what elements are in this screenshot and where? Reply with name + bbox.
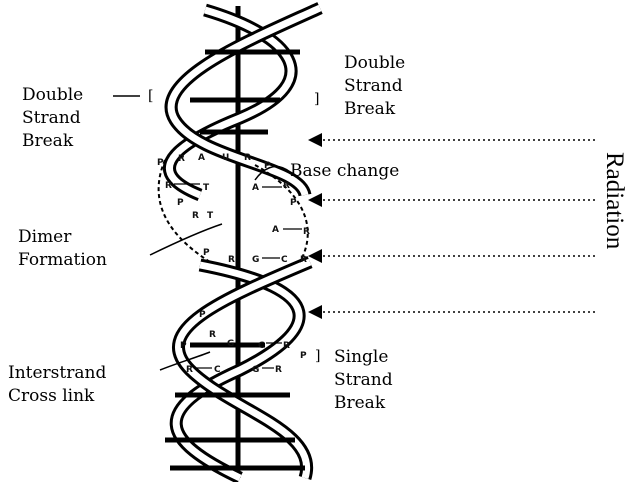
radiation-arrow-3-head: [308, 249, 322, 263]
base-a: A: [198, 153, 205, 163]
base-p: P: [199, 310, 206, 320]
break-bracket-left: [: [148, 88, 153, 104]
base-g: G: [252, 255, 259, 265]
label-single-strand-break: Single Strand Break: [334, 346, 393, 415]
base-t: T: [207, 211, 214, 221]
base-t: T: [203, 183, 210, 193]
base-u: U: [222, 153, 229, 163]
base-p: P: [177, 198, 184, 208]
break-bracket-right: ]: [314, 91, 319, 107]
base-r: R: [244, 153, 251, 163]
base-p: P: [290, 198, 297, 208]
base-c: C: [281, 255, 288, 265]
radiation-arrow-4-head: [308, 305, 322, 319]
base-r: R: [178, 154, 185, 164]
base-c: C: [258, 341, 265, 351]
base-p: P: [300, 351, 307, 361]
radiation-arrow-2-head: [308, 193, 322, 207]
base-r: R: [228, 255, 235, 265]
label-radiation: Radiation: [600, 152, 628, 249]
base-p: P: [180, 341, 187, 351]
base-r: R: [303, 227, 310, 237]
base-r: R: [209, 330, 216, 340]
base-c: C: [214, 365, 221, 375]
label-interstrand-cross-link: Interstrand Cross link: [8, 362, 106, 408]
base-p: P: [203, 248, 210, 258]
base-r: R: [283, 341, 290, 351]
single-break-bracket: ]: [315, 348, 320, 364]
label-double-strand-break-right: Double Strand Break: [344, 52, 405, 121]
base-g: G: [252, 365, 259, 375]
base-r: R: [275, 365, 282, 375]
label-double-strand-break-left: Double Strand Break: [22, 84, 83, 153]
base-r: R: [192, 211, 199, 221]
radiation-arrow-1-head: [308, 133, 322, 147]
base-p: P: [264, 161, 271, 171]
base-g: G: [227, 339, 234, 349]
base-r: R: [300, 255, 307, 265]
label-dimer-formation: Dimer Formation: [18, 226, 107, 272]
leader-dimer: [150, 224, 222, 255]
label-base-change: Base change: [290, 160, 399, 183]
base-r: R: [165, 181, 172, 191]
base-r: R: [186, 365, 193, 375]
base-p: P: [157, 158, 164, 168]
base-a: A: [272, 225, 279, 235]
base-a: A: [252, 183, 259, 193]
base-r: R: [283, 181, 290, 191]
